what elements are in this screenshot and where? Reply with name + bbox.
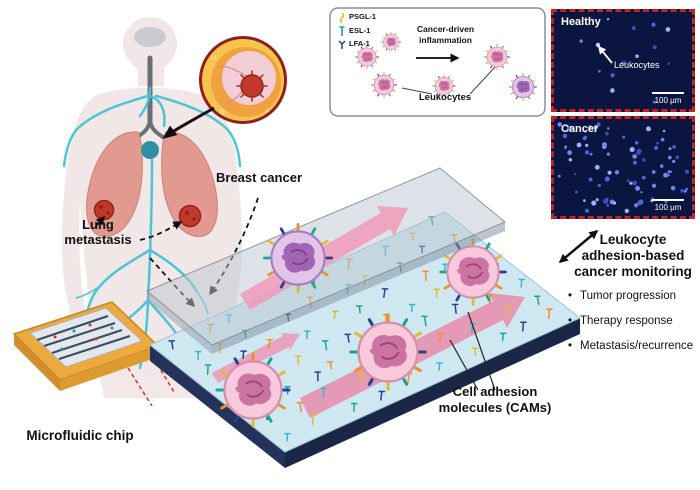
zoom-arrow-icon	[162, 106, 215, 139]
brain-icon	[134, 27, 166, 47]
cancer-title: Cancer	[561, 123, 599, 135]
monitoring-panel: Leukocyte adhesion-based cancer monitori…	[568, 232, 698, 365]
microfluidic-chip	[12, 301, 175, 407]
scale-bar: 100 μm	[650, 91, 686, 105]
psgl1-icon	[339, 12, 345, 24]
lung-arrow-right	[139, 221, 183, 241]
scale-bar: 100 μm	[650, 198, 686, 212]
breast-tissue-inset	[162, 36, 287, 139]
monitoring-bullet-2: Therapy response	[568, 315, 698, 327]
healthy-cells-field	[579, 17, 671, 104]
monitoring-title: Leukocyte adhesion-based cancer monitori…	[574, 232, 692, 279]
chip-channels	[36, 314, 131, 361]
breast-cancer-arrow	[209, 197, 259, 296]
lung-metastasis-label: Lung metastasis	[64, 217, 132, 247]
legend-esl1-label: ESL-1	[349, 26, 371, 35]
breast-tumor-icon	[236, 70, 268, 102]
leukocyte-pointer-lines	[401, 65, 497, 95]
micrograph-healthy: Healthy Leukocytes 100 μm	[551, 9, 695, 112]
healthy-leukocytes-annotation: Leukocytes	[614, 60, 660, 70]
inset-leukocytes-label: Leukocytes	[418, 92, 472, 103]
micrograph-cancer: Cancer 100 μm	[551, 116, 695, 219]
scale-bar-label: 100 μm	[654, 203, 682, 212]
leukocyte-arrow-icon	[598, 45, 613, 64]
legend-psgl1-label: PSGL-1	[349, 12, 377, 21]
microfluidic-chip-label: Microfluidic chip	[26, 428, 134, 443]
flow-channel	[146, 167, 581, 468]
scale-bar-line	[652, 198, 684, 201]
inflammation-inset-box	[329, 7, 546, 117]
lung-arrow-left	[95, 215, 105, 227]
lfa1-icon	[338, 40, 346, 49]
monitoring-bullet-3: Metastasis/recurrence	[568, 340, 698, 352]
healthy-title: Healthy	[561, 16, 601, 28]
legend-lfa1-label: LFA-1	[349, 39, 370, 48]
heart-icon	[141, 141, 159, 159]
inflammation-label: Cancer-driven inflammation	[416, 24, 475, 45]
cancer-cells-field	[557, 122, 689, 214]
monitoring-bullets: Tumor progression Therapy response Metas…	[568, 290, 698, 352]
double-arrow-icon	[558, 230, 599, 263]
breast-cancer-label: Breast cancer	[216, 170, 302, 185]
monitoring-bullet-1: Tumor progression	[568, 290, 698, 302]
scale-bar-line	[652, 91, 684, 94]
lungs	[86, 131, 218, 238]
cams-label: Cell adhesion molecules (CAMs)	[438, 384, 552, 415]
cams-pointer-lines	[449, 311, 496, 391]
lung-metastasis-tumors	[93, 199, 202, 228]
scale-bar-label: 100 μm	[654, 96, 682, 105]
esl1-icon	[339, 26, 345, 36]
